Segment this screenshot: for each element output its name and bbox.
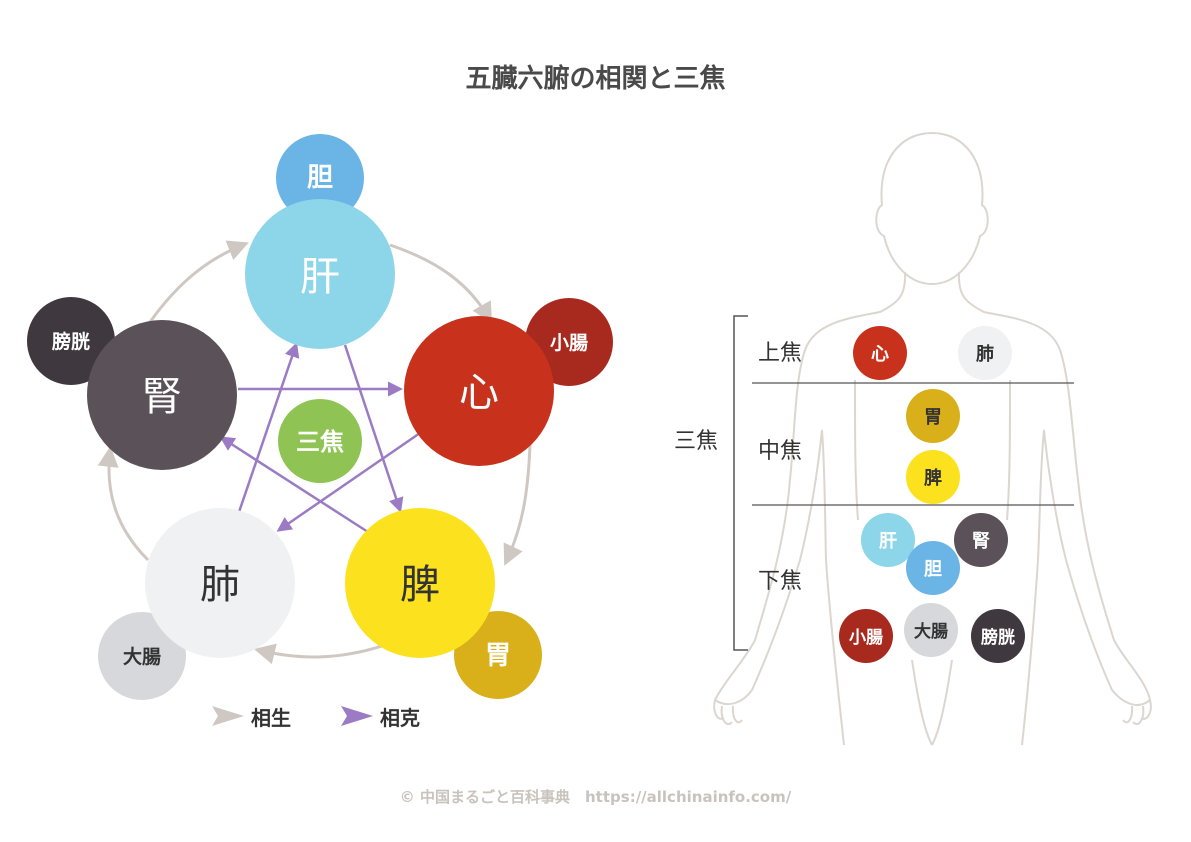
upper-lung: 肺 xyxy=(958,326,1012,380)
lower-gallbladder: 胆 xyxy=(906,541,960,595)
svg-text:大腸: 大腸 xyxy=(914,621,948,642)
middle-spleen: 脾 xyxy=(906,450,960,504)
gallbladder-label: 胆 xyxy=(307,163,333,193)
svg-text:脾: 脾 xyxy=(924,467,942,489)
svg-text:肝: 肝 xyxy=(879,531,897,552)
svg-text:肺: 肺 xyxy=(976,344,994,365)
svg-text:腎: 腎 xyxy=(972,531,990,552)
sanjiao-bracket xyxy=(734,316,748,650)
generating-arrow-icon xyxy=(212,706,244,726)
node-spleen: 脾 xyxy=(345,508,495,658)
legend: 相生 相克 xyxy=(212,706,420,730)
small-intestine-label: 小腸 xyxy=(550,332,588,354)
node-liver: 肝 xyxy=(245,199,395,349)
legend-controlling-label: 相克 xyxy=(380,706,420,730)
node-center-sanjiao: 三焦 xyxy=(278,399,362,483)
sanjiao-label: 三焦 xyxy=(674,429,718,454)
svg-text:心: 心 xyxy=(871,344,889,365)
lower-jiao-label: 下焦 xyxy=(758,569,802,594)
stomach-label: 胃 xyxy=(485,641,511,671)
large-intestine-label: 大腸 xyxy=(123,645,161,668)
svg-text:小腸: 小腸 xyxy=(849,628,883,648)
middle-jiao-label: 中焦 xyxy=(758,439,802,464)
bladder-label: 膀胱 xyxy=(51,330,90,353)
lower-kidney: 腎 xyxy=(954,513,1008,567)
lower-small-intestine: 小腸 xyxy=(839,609,893,663)
lung-label: 肺 xyxy=(200,562,240,608)
center-sanjiao-label: 三焦 xyxy=(296,428,344,456)
svg-text:胆: 胆 xyxy=(923,559,942,580)
upper-heart: 心 xyxy=(853,326,907,380)
lower-large-intestine: 大腸 xyxy=(904,603,958,657)
svg-text:膀胱: 膀胱 xyxy=(981,627,1015,648)
controlling-arrow-icon xyxy=(341,706,373,726)
node-kidney: 腎 xyxy=(87,320,237,470)
spleen-label: 脾 xyxy=(400,562,440,608)
lower-bladder: 膀胱 xyxy=(971,609,1025,663)
legend-generating-label: 相生 xyxy=(251,706,291,730)
kidney-label: 腎 xyxy=(142,374,182,420)
middle-stomach: 胃 xyxy=(906,389,960,443)
node-heart: 心 xyxy=(404,316,554,466)
footer-credit: © 中国まるごと百科事典 https://allchinainfo.com/ xyxy=(0,786,1191,807)
node-lung: 肺 xyxy=(145,508,295,658)
heart-label: 心 xyxy=(459,370,499,416)
lower-liver: 肝 xyxy=(861,513,915,567)
svg-text:胃: 胃 xyxy=(924,407,942,428)
upper-jiao-label: 上焦 xyxy=(758,341,802,366)
liver-label: 肝 xyxy=(300,254,340,300)
